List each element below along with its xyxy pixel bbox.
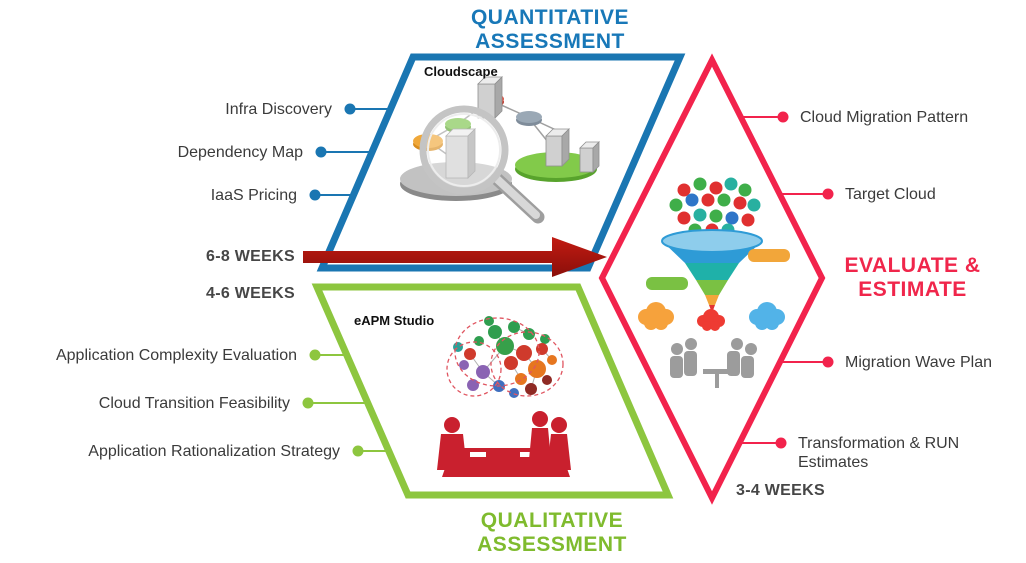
label-cloud-transition-feasibility: Cloud Transition Feasibility [98, 395, 290, 412]
label-infra-discovery: Infra Discovery [225, 101, 332, 118]
label-migration-wave-plan: Migration Wave Plan [845, 354, 993, 371]
eapm-studio-label: eAPM Studio [354, 313, 435, 328]
qualitative-parallelogram [311, 283, 674, 499]
meeting-people-icon [437, 411, 571, 477]
duration-evaluate: 3-4 WEEKS [736, 482, 825, 499]
platform-discs [400, 93, 597, 201]
label-cloud-migration-pattern: Cloud Migration Pattern [800, 109, 969, 126]
cluster-graph [446, 316, 564, 398]
label-application-complexity-evaluation: Application Complexity Evaluation [55, 347, 297, 364]
discussion-people-icon [670, 338, 757, 388]
quantitative-title: QUANTITATIVE ASSESSMENT [470, 6, 630, 54]
cloudscape-illustration [400, 76, 600, 224]
evaluate-title: EVALUATE & ESTIMATE [844, 254, 981, 302]
cloudscape-label: Cloudscape [424, 64, 498, 79]
server-icons [445, 76, 600, 179]
duration-qualitative: 4-6 WEEKS [206, 285, 295, 302]
eapm-illustration [437, 316, 571, 477]
duration-quantitative: 6-8 WEEKS [206, 248, 295, 265]
label-iaas-pricing: IaaS Pricing [210, 187, 297, 204]
funnel-illustration [638, 177, 790, 388]
label-application-rationalization-strategy: Application Rationalization Strategy [88, 443, 340, 460]
qualitative-title: QUALITATIVE ASSESSMENT [477, 509, 627, 557]
timeline-arrow [303, 237, 607, 277]
thought-clouds [638, 302, 785, 331]
magnifier-icon [419, 105, 545, 224]
funnel-icon [646, 229, 790, 322]
label-target-cloud: Target Cloud [845, 186, 936, 203]
label-dependency-map: Dependency Map [177, 144, 303, 161]
label-transformation-run-estimates: Transformation & RUN Estimates [798, 435, 960, 472]
connector-lines [302, 103, 834, 457]
